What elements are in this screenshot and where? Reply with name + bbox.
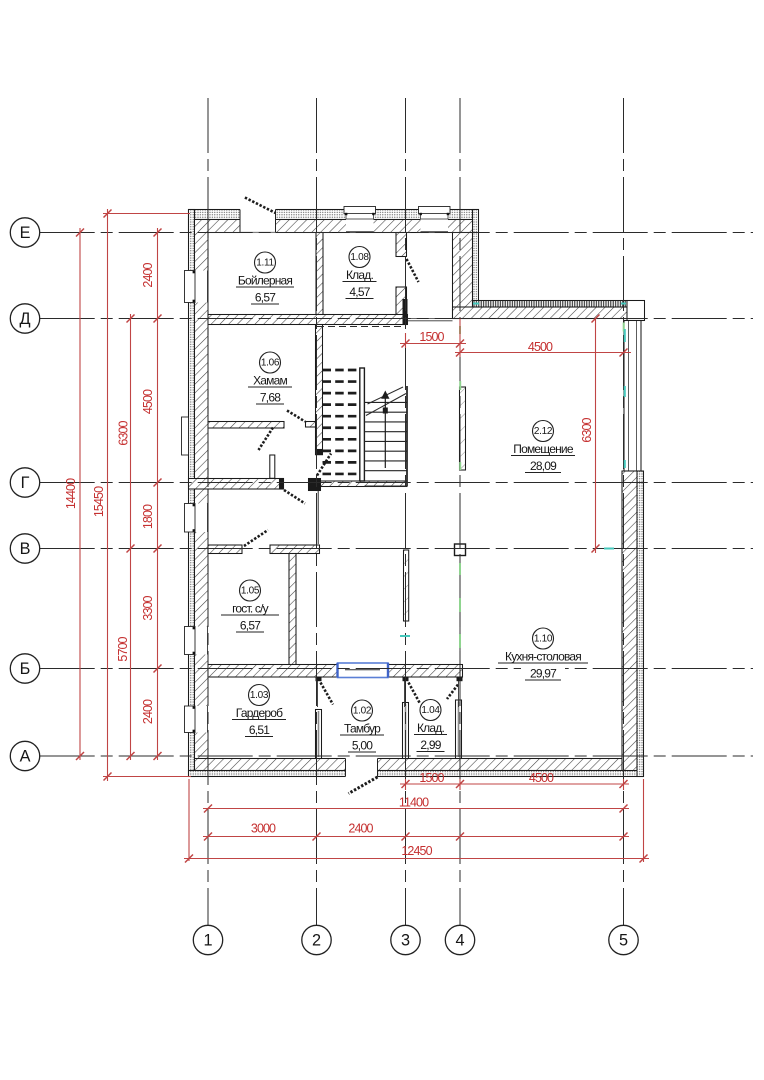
svg-text:2400: 2400	[348, 822, 373, 836]
svg-text:Тамбур: Тамбур	[344, 722, 381, 736]
svg-text:3000: 3000	[251, 822, 276, 836]
svg-text:2,99: 2,99	[420, 738, 441, 752]
svg-text:5700: 5700	[116, 636, 130, 661]
svg-text:15450: 15450	[92, 486, 106, 517]
svg-text:3: 3	[401, 932, 410, 950]
svg-text:6300: 6300	[580, 417, 594, 442]
svg-text:7,68: 7,68	[260, 391, 281, 405]
svg-text:1.05: 1.05	[241, 586, 260, 597]
svg-text:28,09: 28,09	[530, 459, 557, 473]
svg-text:Г: Г	[21, 474, 30, 492]
svg-text:2400: 2400	[141, 262, 155, 287]
svg-text:1.03: 1.03	[250, 690, 269, 701]
svg-text:Бойлерная: Бойлерная	[238, 274, 293, 288]
svg-text:Хамам: Хамам	[253, 374, 287, 388]
svg-text:1800: 1800	[141, 504, 155, 529]
svg-text:Клад.: Клад.	[346, 268, 373, 282]
svg-text:6300: 6300	[117, 420, 131, 445]
svg-text:5: 5	[619, 932, 628, 950]
svg-text:1.02: 1.02	[353, 706, 372, 717]
svg-text:2: 2	[312, 932, 321, 950]
svg-text:1500: 1500	[419, 330, 444, 344]
svg-text:1.04: 1.04	[421, 705, 440, 716]
svg-text:1.06: 1.06	[261, 358, 280, 369]
svg-text:Гардероб: Гардероб	[236, 706, 283, 720]
svg-text:4500: 4500	[141, 389, 155, 414]
svg-text:2400: 2400	[141, 699, 155, 724]
svg-text:А: А	[20, 748, 31, 766]
svg-text:4,57: 4,57	[349, 285, 370, 299]
svg-text:1.08: 1.08	[350, 252, 369, 263]
svg-text:Е: Е	[20, 224, 31, 242]
svg-text:12450: 12450	[401, 844, 432, 858]
svg-text:14400: 14400	[64, 478, 78, 509]
svg-text:1.11: 1.11	[256, 258, 274, 269]
svg-text:6,57: 6,57	[255, 291, 276, 305]
svg-text:1.10: 1.10	[534, 634, 553, 645]
svg-text:1500: 1500	[419, 771, 444, 785]
svg-text:Клад.: Клад.	[417, 721, 444, 735]
svg-text:4500: 4500	[529, 771, 554, 785]
svg-text:В: В	[20, 540, 31, 558]
svg-text:6,51: 6,51	[249, 723, 270, 737]
svg-text:2.12: 2.12	[534, 426, 553, 437]
svg-text:Б: Б	[20, 660, 31, 678]
svg-text:6,57: 6,57	[240, 619, 261, 633]
svg-text:11400: 11400	[399, 796, 429, 810]
svg-text:1: 1	[203, 932, 212, 950]
svg-text:гост. с/у: гост. с/у	[232, 602, 269, 616]
svg-text:4: 4	[455, 932, 464, 950]
svg-text:3300: 3300	[141, 595, 155, 620]
svg-text:Помещение: Помещение	[513, 442, 574, 456]
svg-text:5,00: 5,00	[352, 739, 373, 753]
svg-text:4500: 4500	[528, 340, 553, 354]
svg-text:Д: Д	[19, 310, 30, 328]
svg-text:29,97: 29,97	[530, 667, 557, 681]
svg-text:Кухня-столовая: Кухня-столовая	[505, 650, 581, 664]
